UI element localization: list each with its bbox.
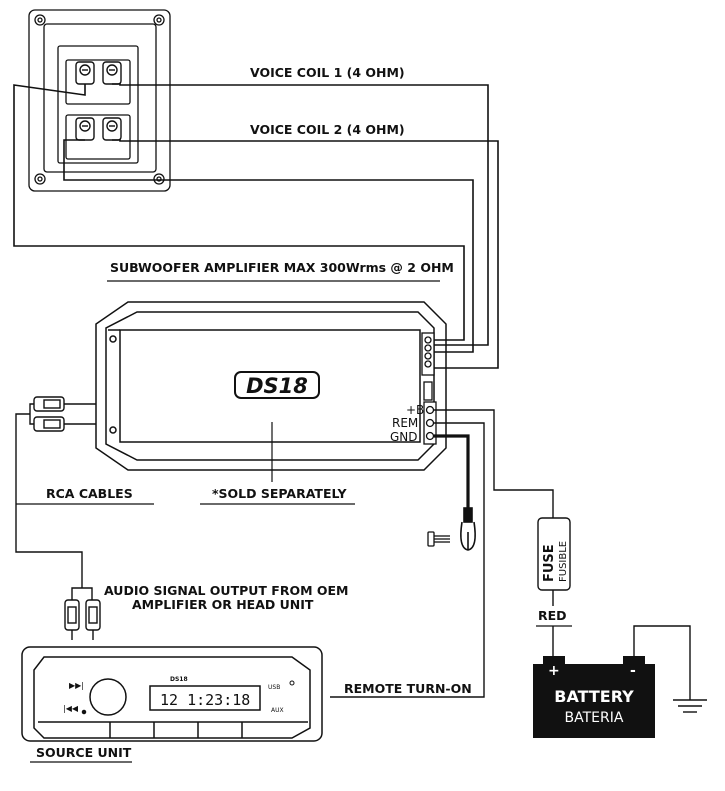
- battery-label: BATTERY: [554, 687, 634, 706]
- fuse: [537, 517, 571, 591]
- remote-turn-on-label: REMOTE TURN-ON: [344, 681, 472, 696]
- ground-ring-terminal: [460, 507, 476, 551]
- amplifier-label: SUBWOOFER AMPLIFIER MAX 300Wrms @ 2 OHM: [110, 260, 454, 275]
- voice-coil-2-terminals: [75, 117, 122, 141]
- voice-coil-1-terminals: [75, 61, 122, 85]
- sold-separately-label: *SOLD SEPARATELY: [212, 486, 348, 501]
- bateria-label: BATERIA: [565, 710, 624, 726]
- battery-positive-label: +: [548, 663, 560, 679]
- terminal-plus-b-label: +B: [406, 403, 424, 417]
- source-unit-indicator-icon: [289, 680, 295, 686]
- source-unit-display-time: 12 1:23:18: [160, 691, 250, 709]
- source-unit-logo: DS18: [170, 676, 188, 683]
- terminal-rem-label: REM: [392, 416, 418, 430]
- red-label: RED: [538, 608, 567, 623]
- fuse-label: FUSE: [542, 544, 557, 582]
- battery: [533, 656, 655, 738]
- previous-track-icon: |◀◀: [63, 704, 79, 713]
- voice-coil-2-wires: [63, 139, 499, 369]
- terminal-gnd-label: GND: [390, 430, 418, 444]
- next-track-icon: ▶▶|: [69, 681, 84, 690]
- power-wire: [434, 409, 554, 518]
- source-unit-aux-label: AUX: [271, 707, 284, 714]
- audio-signal-label-line1: AUDIO SIGNAL OUTPUT FROM OEM: [104, 583, 349, 598]
- voice-coil-1-wires: [13, 83, 489, 346]
- ground-wire: [434, 434, 470, 508]
- remote-turn-on-wire: [330, 422, 485, 698]
- battery-negative-label: -: [630, 663, 636, 679]
- voice-coil-2-label: VOICE COIL 2 (4 OHM): [250, 122, 405, 137]
- fusible-label: FUSIBLE: [558, 541, 569, 582]
- ds18-logo: DS18: [234, 371, 320, 399]
- source-unit-label: SOURCE UNIT: [36, 745, 132, 760]
- rca-cables-label: RCA CABLES: [46, 486, 133, 501]
- amplifier: [95, 301, 447, 471]
- battery-ground-wire: [633, 625, 691, 700]
- source-unit-usb-label: USB: [268, 684, 280, 691]
- source-unit: [21, 646, 323, 742]
- ground-symbol-icon: [673, 699, 707, 713]
- amplifier-power-terminal-block: [423, 401, 437, 445]
- ground-screw-icon: [427, 531, 450, 547]
- amplifier-speaker-terminal-block: [421, 332, 435, 401]
- subwoofer-terminal-plate: [28, 9, 171, 192]
- rca-cables-amplifier-side: [15, 396, 96, 588]
- audio-signal-label-line2: AMPLIFIER OR HEAD UNIT: [132, 597, 314, 612]
- ds18-logo-text: DS18: [246, 374, 308, 398]
- voice-coil-1-label: VOICE COIL 1 (4 OHM): [250, 65, 405, 80]
- rca-plugs-source-side: [64, 587, 101, 640]
